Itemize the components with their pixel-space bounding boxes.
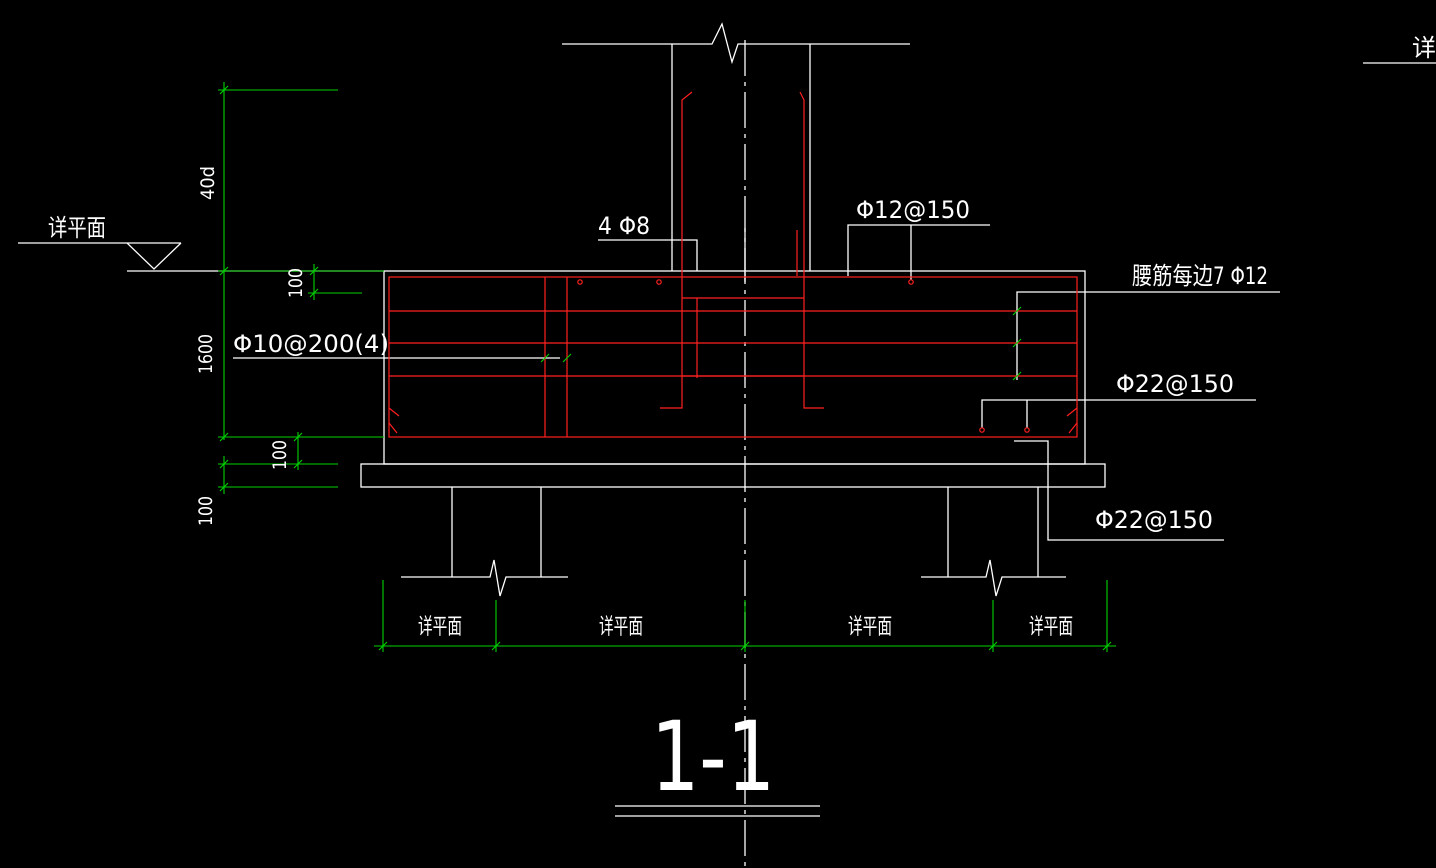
stirrup-tick-2 (562, 353, 572, 363)
top-right-fragment-label: 详平 (1412, 34, 1436, 62)
rebar-geometry (388, 91, 1078, 438)
waist-tick-2 (1012, 338, 1022, 348)
right-pile-break-line (921, 559, 1066, 597)
dim-tick-1 (219, 85, 229, 95)
waist-bar-ticks (540, 306, 1022, 381)
pile-cap-outline (383, 270, 1086, 465)
rebar-cage (388, 276, 1078, 438)
dim-tick-7 (293, 459, 303, 469)
top-bar-dot-1 (577, 279, 583, 285)
outline-geometry (18, 22, 1436, 868)
dim-bottom-text-2: 详平面 (599, 615, 643, 640)
dim-bottom-text-4: 详平面 (1029, 615, 1073, 640)
stirrups-label: Φ10@200(4) (233, 330, 389, 358)
bottom-bars-1-label: Φ22@150 (1116, 370, 1234, 398)
elevation-marker-triangle (126, 242, 182, 270)
dim-top-cover-text: 100 (285, 268, 307, 298)
stirrup-tick-1 (540, 353, 550, 363)
bottom-bar-dot-1 (979, 427, 985, 433)
elevation-label: 详平面 (48, 214, 106, 242)
dim-tick-2 (219, 266, 229, 276)
top-bars-label: Φ12@150 (856, 196, 970, 224)
dim-tick-6 (293, 432, 303, 442)
dim-tick-9 (219, 482, 229, 492)
top-bar-dot-3 (908, 279, 914, 285)
col-bars-leader (598, 239, 698, 271)
bottom-bars-1-leader (981, 399, 1256, 428)
annotation-text: 详平面 详平 4 Φ8 Φ12@150 腰筋每边7 Φ12 Φ10@200(4)… (48, 34, 1436, 534)
bottom-bar-dot-2 (1024, 427, 1030, 433)
dim-bottom-tick-4 (988, 641, 998, 651)
dim-bottom-tick-2 (491, 641, 501, 651)
column-break-line (562, 22, 910, 65)
top-bar-dot-2 (656, 279, 662, 285)
hook-left-bottom (388, 422, 398, 434)
section-title: 1-1 (651, 701, 775, 813)
dim-bottom-text-3: 详平面 (848, 615, 892, 640)
dim-bottom-tick-3 (740, 641, 750, 651)
dimension-text: 40d 100 1600 100 100 (195, 166, 307, 526)
hook-right-mid (1066, 407, 1078, 417)
dim-tick-4 (309, 266, 319, 276)
dim-tick-8 (219, 459, 229, 469)
bottom-bars-2-label: Φ22@150 (1095, 506, 1213, 534)
hook-left-mid (388, 407, 400, 417)
dim-bottom-text-1: 详平面 (418, 615, 462, 640)
left-pile-break-line (401, 559, 568, 597)
dim-tick-3 (219, 432, 229, 442)
waist-tick-3 (1012, 371, 1022, 381)
bottom-bars-2-leader (1014, 440, 1224, 541)
waist-bars-leader (1016, 291, 1280, 380)
dim-cushion-1-text: 100 (269, 440, 291, 470)
dim-tick-5 (309, 288, 319, 298)
col-bars-label: 4 Φ8 (598, 212, 650, 240)
bottom-dimension-text: 详平面 详平面 详平面 详平面 (418, 615, 1073, 640)
dim-cushion-2-text: 100 (195, 496, 217, 526)
dim-bottom-tick-1 (378, 641, 388, 651)
column-dowel-left (660, 91, 693, 409)
dim-depth-text: 1600 (195, 334, 217, 374)
dim-bottom-tick-5 (1102, 641, 1112, 651)
dimension-geometry (218, 82, 1116, 652)
waist-bars-label: 腰筋每边7 Φ12 (1132, 262, 1268, 290)
dim-anchor-text: 40d (197, 166, 219, 200)
top-bars-leader (847, 224, 990, 276)
hook-right-bottom (1068, 422, 1078, 434)
column-dowel-right (799, 91, 824, 409)
waist-tick-1 (1012, 306, 1022, 316)
cushion-layer-outline (360, 463, 1106, 488)
